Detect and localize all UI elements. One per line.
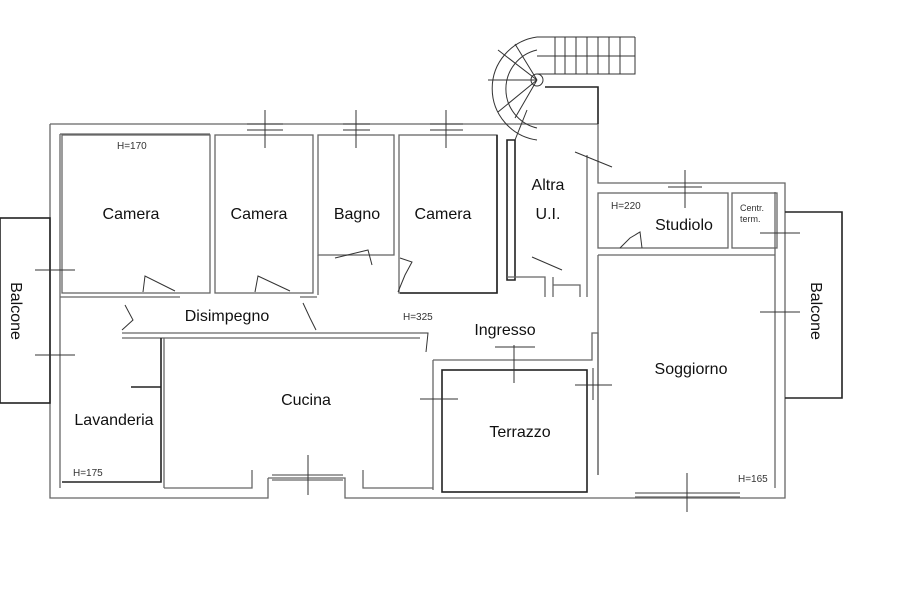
window-marks — [35, 110, 800, 512]
room-label-lavanderia: Lavanderia — [74, 412, 153, 429]
room-label-camera-2: Camera — [231, 206, 288, 223]
height-label-studiolo: H=220 — [611, 201, 641, 212]
room-label-term: term. — [740, 214, 761, 224]
room-label-balcone-left: Balcone — [7, 282, 24, 340]
balcone-right-outline — [785, 211, 843, 399]
lavanderia-walls — [62, 338, 165, 488]
height-label-camera: H=170 — [117, 141, 147, 152]
room-label-camera-1: Camera — [103, 206, 160, 223]
room-label-soggiorno: Soggiorno — [655, 361, 728, 378]
height-label-lavanderia: H=175 — [73, 468, 103, 479]
room-label-ingresso: Ingresso — [474, 322, 535, 339]
height-label-ingresso: H=325 — [403, 312, 433, 323]
room-label-altra: Altra — [532, 177, 565, 194]
room-label-bagno: Bagno — [334, 206, 380, 223]
balcone-left-outline — [0, 217, 51, 404]
room-label-terrazzo: Terrazzo — [489, 424, 550, 441]
height-label-soggiorno: H=165 — [738, 474, 768, 485]
corridor-walls — [60, 296, 420, 339]
room-label-ui: U.I. — [536, 206, 561, 223]
studiolo-walls — [597, 192, 778, 475]
room-label-studiolo: Studiolo — [655, 217, 713, 234]
room-label-balcone-right: Balcone — [807, 282, 824, 340]
room-label-disimpegno: Disimpegno — [185, 308, 270, 325]
altra-ui-walls — [506, 139, 588, 297]
cucina-walls — [164, 470, 433, 489]
doors — [121, 109, 643, 353]
room-label-camera-3: Camera — [415, 206, 472, 223]
room-label-centr: Centr. — [740, 203, 764, 213]
terrazzo-walls — [432, 332, 599, 493]
room-label-cucina: Cucina — [281, 392, 331, 409]
